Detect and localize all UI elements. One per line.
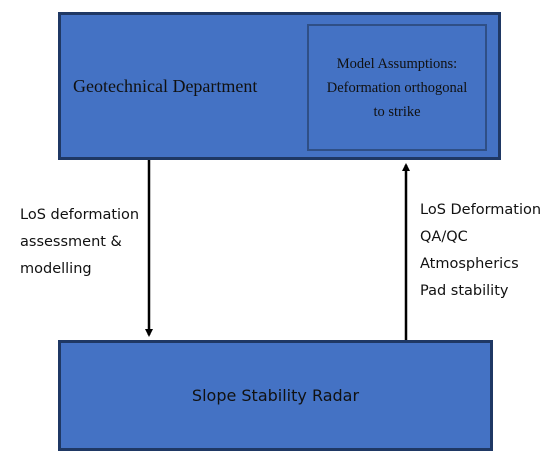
- geotechnical-department-label: Geotechnical Department: [73, 76, 258, 96]
- up-arrow-label-line-2: QA/QC: [420, 229, 468, 245]
- down-arrow-label-line-1: LoS deformation: [20, 207, 140, 223]
- model-assumptions-line-3: to strike: [373, 103, 421, 120]
- model-assumptions-line-2: Deformation orthogonal: [326, 79, 468, 96]
- model-assumptions-line-1: Model Assumptions:: [336, 55, 458, 72]
- model-assumptions-box: Model Assumptions: Deformation orthogona…: [307, 24, 487, 151]
- down-arrow-label-line-3: modelling: [20, 261, 92, 277]
- slope-stability-radar-label: Slope Stability Radar: [191, 386, 360, 405]
- up-arrow-label: LoS Deformation QA/QC Atmospherics Pad s…: [420, 197, 541, 305]
- slope-stability-radar-box: Slope Stability Radar: [58, 340, 493, 451]
- down-arrow-label: LoS deformation assessment & modelling: [20, 202, 139, 283]
- up-arrow-label-line-4: Pad stability: [420, 283, 509, 299]
- up-arrow-label-line-1: LoS Deformation: [420, 202, 542, 218]
- geotechnical-department-box: Geotechnical Department Model Assumption…: [58, 12, 501, 160]
- up-arrow-label-line-3: Atmospherics: [420, 256, 519, 272]
- down-arrow-label-line-2: assessment &: [20, 234, 122, 250]
